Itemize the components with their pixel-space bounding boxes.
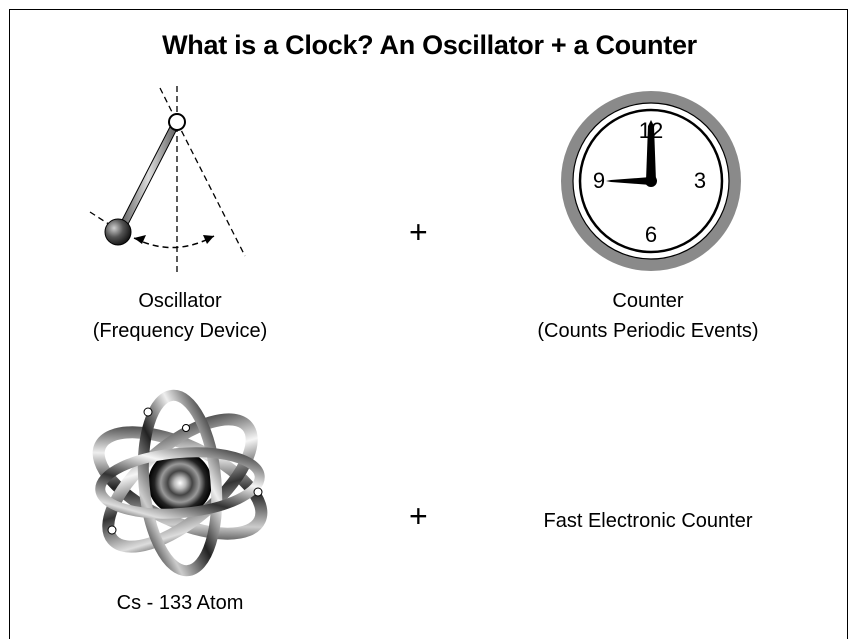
clock-number-3: 3 xyxy=(693,168,707,193)
atom-label: Cs - 133 Atom xyxy=(116,592,244,614)
plus-sign-top: + xyxy=(409,214,428,250)
diagram-title: What is a Clock? An Oscillator + a Count… xyxy=(162,30,697,60)
clock-number-6: 6 xyxy=(644,222,658,247)
figure-frame xyxy=(9,9,848,639)
clock-number-12: 12 xyxy=(638,118,664,143)
counter-title: Counter xyxy=(612,290,684,312)
counter-subtitle: (Counts Periodic Events) xyxy=(537,320,759,342)
plus-sign-bottom: + xyxy=(409,498,428,534)
oscillator-title: Oscillator xyxy=(138,290,222,312)
oscillator-label: Oscillator (Frequency Device) xyxy=(40,286,320,346)
clock-number-9: 9 xyxy=(592,168,606,193)
electronic-counter-label: Fast Electronic Counter xyxy=(543,510,753,532)
counter-label: Counter (Counts Periodic Events) xyxy=(498,286,798,346)
oscillator-subtitle: (Frequency Device) xyxy=(92,320,268,342)
